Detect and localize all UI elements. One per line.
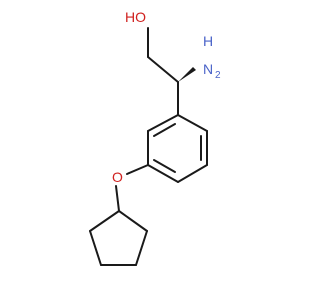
- ring-bond-6: [147, 114, 179, 132]
- hydroxyl-label: HO: [125, 9, 146, 25]
- cyclopentane-bond-2: [135, 230, 148, 266]
- bond-ring-o: [126, 164, 149, 175]
- structure-diagram: HO H N 2 O: [89, 9, 221, 266]
- ring-double-2: [153, 159, 176, 173]
- amine-n-label: N: [203, 61, 213, 77]
- amine-subscript-label: 2: [215, 70, 221, 81]
- ring-bond-1: [177, 114, 208, 132]
- cyclopentane-bond-4: [89, 230, 102, 266]
- ring-bond-4: [147, 164, 179, 183]
- cyclopentane-bond-1: [118, 210, 148, 232]
- ring-bond-3: [177, 164, 208, 183]
- bond-ch2-chiral: [147, 56, 179, 83]
- cyclopentane-bond-5: [89, 210, 120, 232]
- ring-double-3: [153, 123, 176, 137]
- bond-o-cyclopentyl: [115, 185, 120, 212]
- ether-oxygen-label: O: [112, 169, 123, 185]
- wedge-bond-amine: [178, 67, 196, 82]
- amine-h-label: H: [203, 33, 213, 49]
